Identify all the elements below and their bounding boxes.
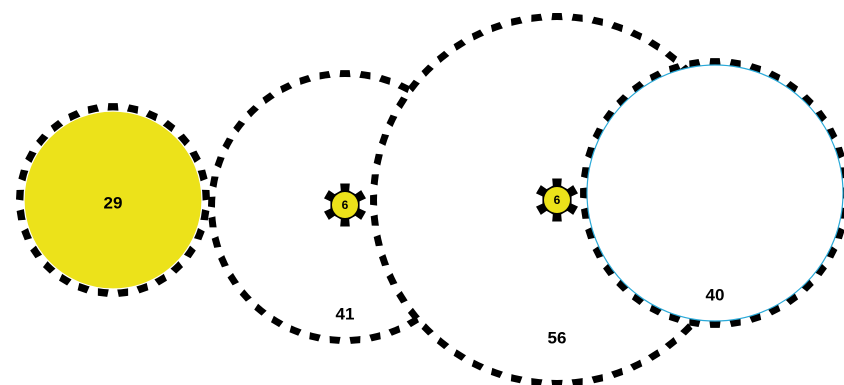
gear-40 [580,58,844,328]
pinion-6-left [324,183,366,227]
gear-56-label: 56 [548,329,567,348]
pinion-6-right-label: 6 [554,193,561,207]
gear-41-label: 41 [336,305,355,324]
pinion-6-right [536,178,578,222]
pinion-6-left-face [332,192,358,218]
pinion-6-right-face [544,187,570,213]
gear-29-label: 29 [104,194,123,213]
gear-40-label: 40 [706,286,725,305]
gear-40-face [586,64,844,322]
pinion-6-left-label: 6 [342,198,349,212]
gear-29 [16,103,210,297]
gear-29-face [23,110,203,290]
